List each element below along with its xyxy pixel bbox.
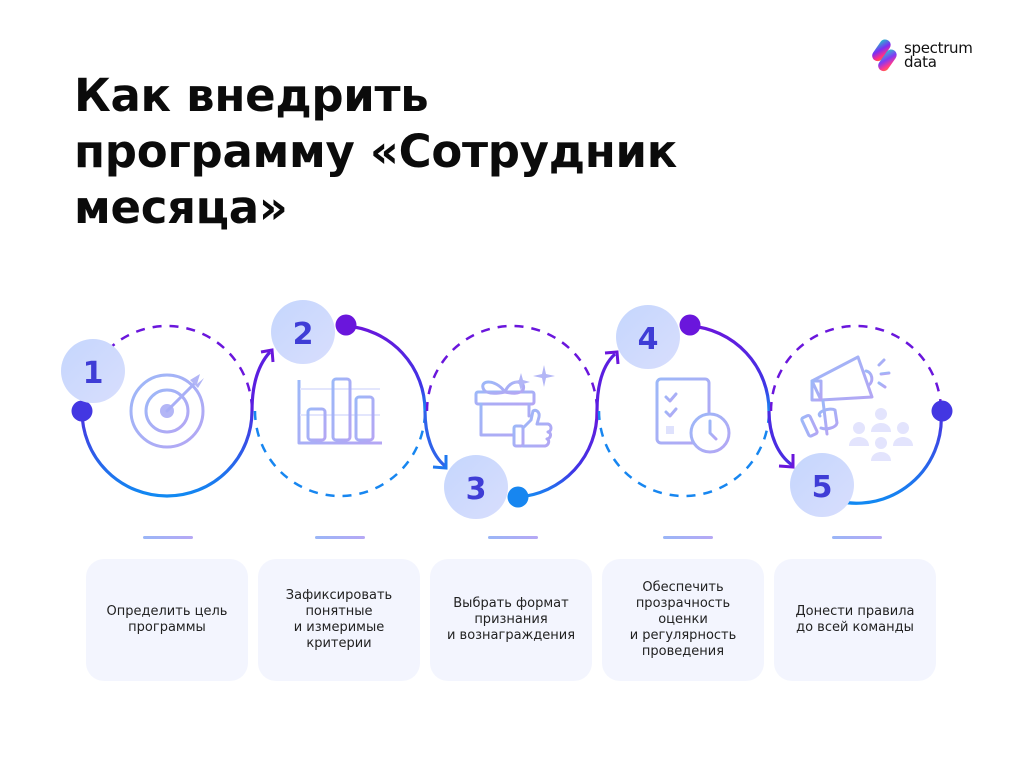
step-2-cycle: [250, 324, 427, 498]
step-4-text: Обеспечить прозрачность оценки и регуляр…: [629, 580, 737, 659]
svg-text:5: 5: [812, 470, 833, 505]
step-2-badge: 2: [271, 300, 335, 364]
step-4-card: Обеспечить прозрачность оценки и регуляр…: [602, 559, 764, 681]
team-icon: [849, 408, 913, 461]
step-3-dot: [507, 486, 529, 508]
step-2-divider: [315, 536, 365, 539]
step-3-badge: 3: [444, 455, 508, 519]
svg-text:2: 2: [293, 317, 314, 352]
step-4-badge: 4: [616, 305, 680, 369]
step-4-dot: [679, 314, 701, 336]
title-line-2: программу «Сотрудник: [74, 125, 678, 178]
step-5-dot: [931, 400, 953, 422]
step-1-badge: 1: [61, 339, 125, 403]
logo-mark-icon: [872, 39, 897, 72]
step-1-card: Определить цель программы: [86, 559, 248, 681]
step-3-text: Выбрать формат признания и вознаграждени…: [446, 596, 576, 643]
step-4-cycle: [595, 324, 771, 498]
step-3-card: Выбрать формат признания и вознаграждени…: [430, 559, 592, 681]
step-2-text: Зафиксировать понятные и измеримые крите…: [285, 588, 393, 651]
bar-chart-icon: [297, 377, 382, 445]
process-cycle-diagram: 1 2 3 4 5: [61, 300, 953, 519]
title-line-1: Как внедрить: [74, 69, 429, 122]
step-1-dot: [71, 400, 93, 422]
step-5-text: Донести правила до всей команды: [795, 604, 915, 635]
step-4-divider: [663, 536, 713, 539]
svg-text:3: 3: [466, 472, 487, 507]
step-2-dot: [335, 314, 357, 336]
step-3-divider: [488, 536, 538, 539]
step-2-card: Зафиксировать понятные и измеримые крите…: [258, 559, 420, 681]
svg-text:4: 4: [638, 322, 659, 357]
page-title: Как внедрить программу «Сотрудник месяца…: [74, 68, 714, 236]
step-1-divider: [143, 536, 193, 539]
title-line-3: месяца»: [74, 181, 288, 234]
step-3-cycle: [423, 324, 599, 499]
step-5-badge: 5: [790, 453, 854, 517]
gift-thumbs-up-icon: [474, 365, 555, 448]
step-5-card: Донести правила до всей команды: [774, 559, 936, 681]
checklist-clock-icon: [655, 377, 731, 454]
spectrum-data-logo: spectrum data: [870, 38, 973, 72]
svg-text:1: 1: [83, 356, 104, 391]
step-1-text: Определить цель программы: [106, 604, 228, 635]
megaphone-team-icon: [800, 355, 913, 461]
step-5-divider: [832, 536, 882, 539]
logo-text: spectrum data: [904, 39, 973, 71]
target-icon: [129, 373, 205, 449]
